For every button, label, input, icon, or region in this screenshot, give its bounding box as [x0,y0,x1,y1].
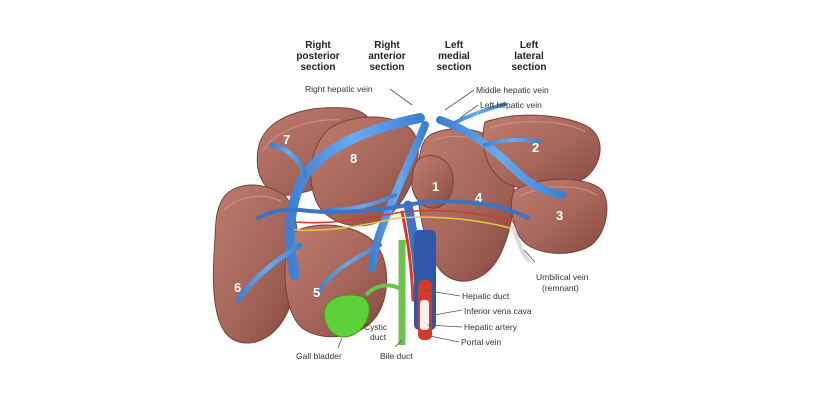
label-bile-duct: Bile duct [380,351,413,361]
segment-number-8: 8 [350,151,357,166]
biliary-tree [323,240,406,345]
segment-1-lobe [411,155,454,209]
segment-number-1: 1 [432,179,439,194]
header-left-lateral-section: Left lateral section [511,40,547,73]
segment-number-7: 7 [283,132,290,147]
segment-number-4: 4 [475,190,483,205]
label-hepatic-artery: Hepatic artery [464,322,517,332]
leader-lines [337,88,536,349]
segment-number-6: 6 [234,280,241,295]
label-cystic-duct-line1: Cystic [364,322,388,332]
label-portal-vein: Portal vein [461,337,502,347]
segment-3-lobe [511,178,608,254]
label-cystic-duct-line2: duct [370,332,387,342]
header-right-anterior-section: Right anterior section [368,40,406,73]
segment-number-3: 3 [556,208,563,223]
segment-6-lobe [212,184,299,344]
gall-bladder-shape [323,294,370,338]
label-gall-bladder: Gall bladder [296,351,342,361]
header-left-medial-section: Left medial section [436,40,472,73]
segment-numbers: 7 8 1 4 2 3 6 5 [234,132,563,300]
ivc-and-portal-vein [414,230,436,340]
left-hepatic-vein-branch [436,116,566,199]
label-umbilical-vein-remnant: (remnant) [542,283,579,293]
label-inferior-vena-cava: Inferior vena cava [464,306,532,316]
segment-number-5: 5 [313,285,320,300]
header-right-posterior-section: Right posterior section [296,40,340,73]
label-hepatic-duct: Hepatic duct [462,291,510,301]
label-left-hepatic-vein: Left hepatic vein [480,100,542,110]
label-right-hepatic-vein: Right hepatic vein [305,84,373,94]
liver-lobes [212,107,608,344]
label-umbilical-vein: Umbilical vein [536,272,589,282]
label-middle-hepatic-vein: Middle hepatic vein [476,85,549,95]
umbilical-vein-shape [510,224,532,264]
hepatic-veins [235,67,566,303]
segment-number-2: 2 [532,140,539,155]
